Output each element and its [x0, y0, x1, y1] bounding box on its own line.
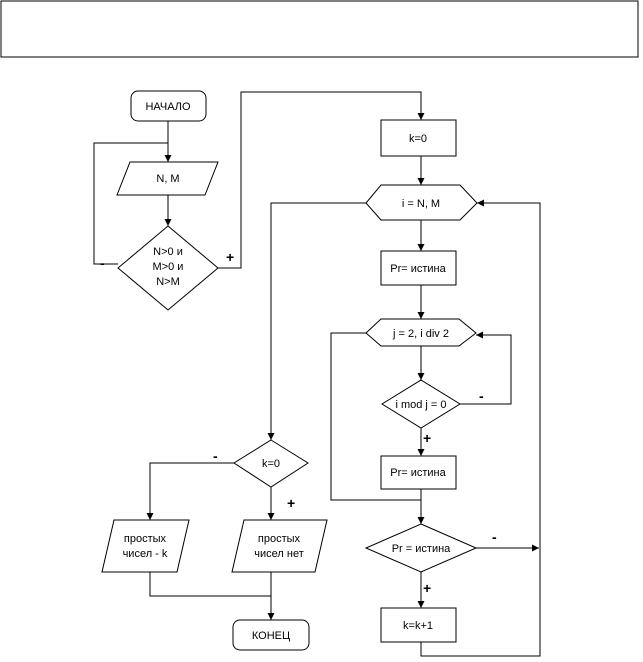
- edge-labels: - + - + - + - +: [100, 249, 497, 596]
- cond-line-3: N>M: [156, 276, 180, 288]
- loop-i-label: i = N, M: [402, 198, 440, 210]
- out-none-line-1: простых: [258, 533, 301, 545]
- process-pr-true-2: Pr= истина: [380, 455, 457, 490]
- out-count-line-2: чисел - k: [123, 548, 168, 560]
- loop-j: j = 2, i div 2: [365, 318, 477, 347]
- mod-label: i mod j = 0: [395, 399, 446, 411]
- cond-line-2: M>0 и: [153, 261, 184, 273]
- k-zero-label: k=0: [262, 458, 280, 470]
- pr-true-2-label: Pr= истина: [390, 467, 446, 479]
- loop-i: i = N, M: [365, 184, 478, 221]
- k-inc-label: k=k+1: [403, 620, 433, 632]
- cond-pr-yes-sign: +: [423, 580, 431, 596]
- cond-k-yes-sign: +: [287, 495, 295, 511]
- cond-pr-no-sign: -: [492, 529, 497, 545]
- cond-input-no-sign: -: [100, 255, 105, 271]
- cond-mod-no-sign: -: [479, 388, 484, 404]
- cond-mod-yes-sign: +: [423, 430, 431, 446]
- process-pr-true-1: Pr= истина: [380, 250, 457, 286]
- process-k-init: k=0: [380, 119, 457, 157]
- loop-j-label: j = 2, i div 2: [392, 328, 449, 340]
- decision-input-valid: N>0 и M>0 и N>M: [117, 225, 219, 311]
- out-count-line-1: простых: [124, 533, 167, 545]
- output-count: простых чисел - k: [101, 519, 190, 573]
- cond-k-no-sign: -: [213, 448, 218, 464]
- process-k-inc: k=k+1: [380, 607, 457, 643]
- out-none-line-2: чисел нет: [254, 548, 303, 560]
- input-label: N, M: [156, 173, 179, 185]
- decision-pr: Pr = истина: [364, 523, 478, 573]
- header-frame: [0, 0, 639, 58]
- end-label: КОНЕЦ: [252, 630, 290, 642]
- cond-line-1: N>0 и: [153, 246, 183, 258]
- k-init-label: k=0: [409, 133, 427, 145]
- start-terminal: НАЧАЛО: [130, 90, 207, 122]
- end-terminal: КОНЕЦ: [232, 619, 310, 651]
- pr-true-1-label: Pr= истина: [390, 263, 446, 275]
- input-nm: N, M: [116, 161, 219, 196]
- decision-k-zero: k=0: [233, 439, 309, 488]
- output-none: простых чисел нет: [231, 519, 328, 573]
- connectors: [93, 91, 541, 657]
- start-label: НАЧАЛО: [145, 101, 191, 113]
- cond-input-yes-sign: +: [226, 249, 234, 265]
- decision-mod: i mod j = 0: [381, 379, 461, 429]
- pr-cond-label: Pr = истина: [392, 543, 451, 555]
